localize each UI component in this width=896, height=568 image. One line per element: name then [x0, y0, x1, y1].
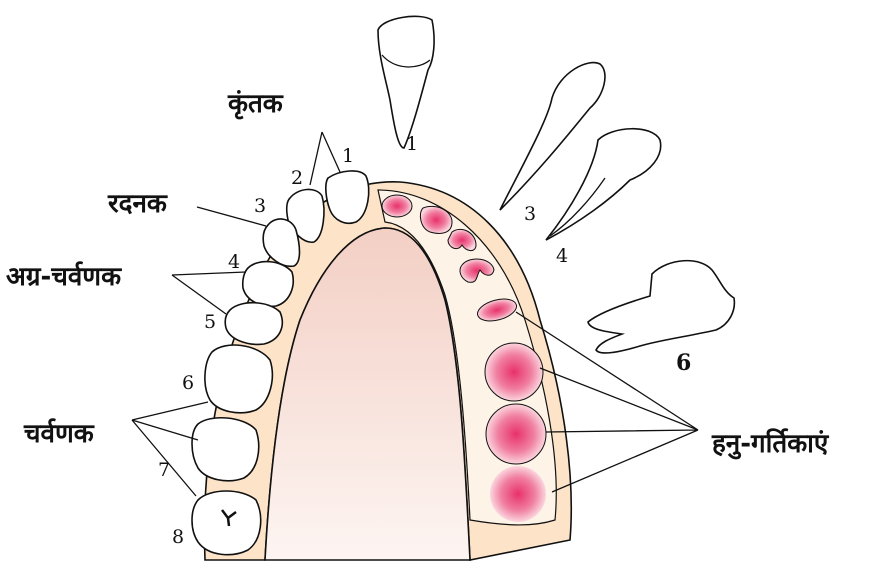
palate [264, 227, 471, 561]
isolated-incisor-crown-line [381, 54, 431, 68]
number-2: 2 [291, 167, 303, 189]
tooth-sockets [381, 194, 547, 522]
socket-3 [447, 228, 477, 252]
tooth-6 [204, 344, 274, 414]
socket-6 [484, 342, 544, 402]
tooth-1 [325, 170, 370, 225]
label-canine: रदनक [107, 189, 168, 219]
isolated-incisor [377, 15, 435, 149]
isolated-canine [499, 61, 606, 211]
number-3: 3 [254, 195, 266, 217]
isolated-number-3: 3 [524, 203, 536, 225]
isolated-premolar [545, 128, 662, 241]
isolated-premolar-root [549, 177, 606, 237]
tooth-8 [191, 490, 262, 556]
number-7: 7 [158, 459, 170, 481]
number-4: 4 [228, 251, 240, 273]
tooth-7 [191, 416, 260, 482]
socket-4 [459, 258, 495, 283]
number-8: 8 [172, 526, 184, 548]
isolated-number-1: 1 [406, 133, 418, 155]
tooth-5 [224, 301, 284, 346]
number-1: 1 [342, 145, 354, 167]
isolated-number-6: 6 [676, 350, 691, 376]
label-sockets: हनु-गर्तिकाएं [711, 428, 830, 460]
isolated-teeth [377, 15, 736, 354]
isolated-number-4: 4 [556, 245, 568, 267]
isolated-molar [587, 259, 736, 354]
arch-teeth [191, 170, 370, 556]
socket-2 [419, 205, 453, 234]
molar-cusp-mark [221, 509, 237, 527]
socket-1 [381, 194, 413, 218]
label-incisors: कृंतक [227, 89, 284, 120]
label-premolars: अग्र-चर्वणक [6, 261, 122, 292]
socket-8 [490, 466, 546, 522]
number-5: 5 [204, 311, 216, 333]
tooth-4 [241, 260, 294, 308]
number-6: 6 [182, 372, 194, 394]
tooth-3 [262, 218, 301, 268]
leader-lines [131, 131, 699, 497]
socket-7 [485, 403, 547, 465]
socket-5 [477, 298, 517, 322]
label-molars: चर्वणक [23, 418, 95, 449]
